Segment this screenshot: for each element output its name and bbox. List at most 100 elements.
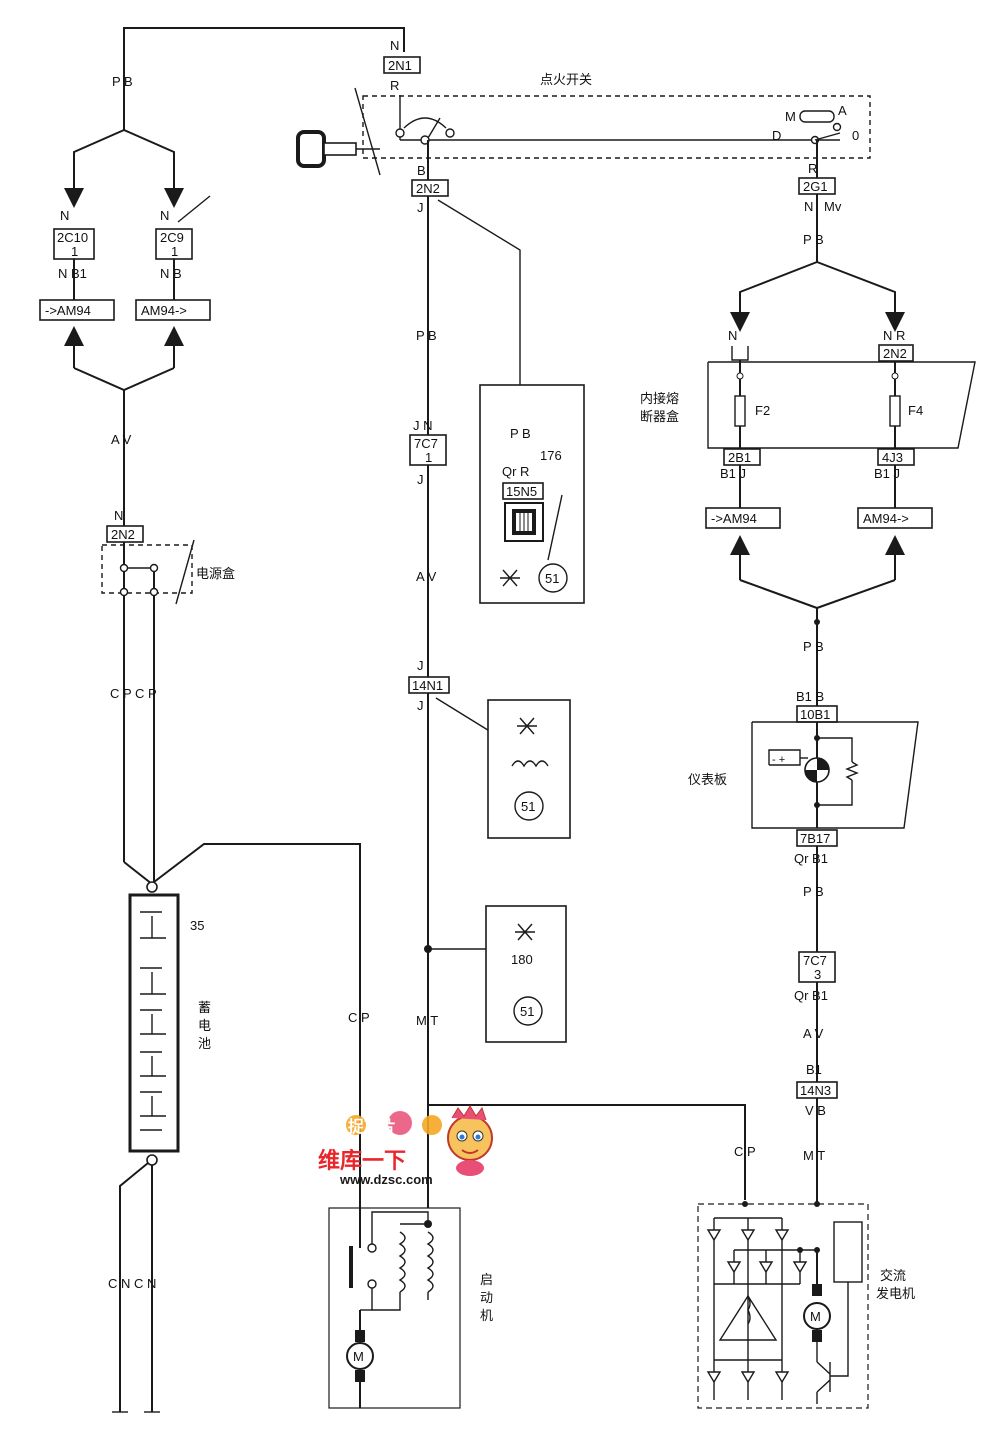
svg-text:N: N bbox=[728, 328, 737, 343]
svg-text:电: 电 bbox=[198, 1019, 211, 1034]
svg-text:C P: C P bbox=[348, 1010, 370, 1025]
svg-text:发电机: 发电机 bbox=[876, 1286, 915, 1302]
component-176: P B 176 Qr R 15N5 51 bbox=[479, 384, 585, 604]
svg-text:动: 动 bbox=[480, 1291, 493, 1306]
wire-to-176 bbox=[437, 199, 521, 432]
svg-text:V B: V B bbox=[805, 1103, 826, 1118]
svg-text:P B: P B bbox=[416, 328, 437, 343]
svg-text:N: N bbox=[160, 208, 169, 223]
svg-text:N: N bbox=[114, 508, 123, 523]
svg-text:P B: P B bbox=[803, 884, 824, 899]
svg-text:2G1: 2G1 bbox=[803, 179, 828, 194]
svg-text:51: 51 bbox=[521, 799, 535, 814]
svg-text:N: N bbox=[60, 208, 69, 223]
svg-text:7C7: 7C7 bbox=[803, 953, 827, 968]
svg-text:1: 1 bbox=[425, 450, 432, 465]
pin-n-2N1: N bbox=[390, 38, 399, 53]
svg-text:A V: A V bbox=[803, 1026, 824, 1041]
svg-text:断器盒: 断器盒 bbox=[640, 409, 679, 425]
svg-text:51: 51 bbox=[545, 571, 559, 586]
connector-7C7: 7C7 1 J bbox=[409, 434, 447, 487]
svg-text:B1 B: B1 B bbox=[796, 689, 824, 704]
svg-text:A: A bbox=[838, 103, 847, 118]
svg-text:M: M bbox=[810, 1309, 821, 1324]
svg-text:2C10: 2C10 bbox=[57, 230, 88, 245]
key-icon bbox=[296, 130, 380, 168]
svg-text:B1 J: B1 J bbox=[720, 466, 746, 481]
svg-text:AM94->: AM94-> bbox=[141, 303, 187, 318]
svg-text:M: M bbox=[785, 109, 796, 124]
svg-text:内接熔: 内接熔 bbox=[640, 391, 679, 407]
svg-text:4J3: 4J3 bbox=[882, 450, 903, 465]
svg-text:7B17: 7B17 bbox=[800, 831, 830, 846]
svg-text:2N2: 2N2 bbox=[111, 527, 135, 542]
connector-14N1: J 14N1 J bbox=[408, 658, 505, 741]
svg-text:51: 51 bbox=[520, 1004, 534, 1019]
component-180: 180 51 bbox=[424, 905, 567, 1043]
svg-text:14N3: 14N3 bbox=[800, 1083, 831, 1098]
battery: 35 蓄 电 池 bbox=[128, 881, 211, 1166]
connector-2N1: N 2N1 R bbox=[383, 38, 421, 93]
connector-2N2-left: N 2N2 bbox=[106, 508, 144, 543]
svg-text:180: 180 bbox=[511, 952, 533, 967]
wire-to-alternator bbox=[428, 1104, 746, 1200]
svg-text:捉芯片: 捉芯片 bbox=[348, 1117, 396, 1136]
fuse-box: 内接熔 断器盒 F2 F4 bbox=[640, 360, 976, 449]
relay-am94-left: ->AM94 AM94-> bbox=[39, 299, 211, 321]
svg-text:维库一下: 维库一下 bbox=[318, 1148, 406, 1174]
svg-text:AM94->: AM94-> bbox=[863, 511, 909, 526]
svg-text:15N5: 15N5 bbox=[506, 484, 537, 499]
alternator: M 交流 发电机 bbox=[697, 1201, 915, 1409]
svg-text:->AM94: ->AM94 bbox=[45, 303, 91, 318]
dashboard: 仪表板 - + bbox=[688, 721, 919, 829]
svg-text:机: 机 bbox=[480, 1309, 493, 1324]
svg-text:176: 176 bbox=[540, 448, 562, 463]
pin-r-2N1: R bbox=[390, 78, 399, 93]
mascot-icon bbox=[447, 1105, 493, 1176]
svg-text:- +: - + bbox=[772, 754, 785, 766]
svg-text:1: 1 bbox=[71, 244, 78, 259]
svg-text:C N C N: C N C N bbox=[108, 1276, 156, 1291]
svg-text:3: 3 bbox=[814, 967, 821, 982]
svg-text:Mv: Mv bbox=[824, 199, 842, 214]
connector-2G1: R 2G1 N Mv bbox=[798, 140, 842, 214]
wire-label-pb-top-left: P B bbox=[112, 74, 133, 89]
svg-text:D: D bbox=[772, 128, 781, 143]
power-box: 电源盒 bbox=[101, 539, 235, 605]
svg-text:N R: N R bbox=[883, 328, 905, 343]
svg-text:35: 35 bbox=[190, 918, 204, 933]
svg-text:->AM94: ->AM94 bbox=[711, 511, 757, 526]
motor-icon: M bbox=[353, 1349, 364, 1364]
svg-text:M T: M T bbox=[803, 1148, 825, 1163]
svg-text:F2: F2 bbox=[755, 403, 770, 418]
connector-7C7-right: 7C7 3 Qr B1 bbox=[794, 951, 836, 1003]
svg-text:A V: A V bbox=[111, 432, 132, 447]
svg-text:Qr R: Qr R bbox=[502, 464, 529, 479]
svg-text:蓄: 蓄 bbox=[198, 1001, 211, 1016]
connector-2N2-top: B 2N2 J bbox=[411, 140, 449, 215]
svg-text:10B1: 10B1 bbox=[800, 707, 830, 722]
svg-text:J: J bbox=[417, 200, 424, 215]
svg-text:J N: J N bbox=[413, 418, 433, 433]
connector-2C10: N 2C10 1 N B1 bbox=[53, 208, 95, 281]
svg-text:池: 池 bbox=[198, 1037, 211, 1052]
right-top-fork bbox=[730, 261, 905, 332]
svg-text:R: R bbox=[808, 161, 817, 176]
svg-text:N: N bbox=[804, 199, 813, 214]
svg-text:2B1: 2B1 bbox=[728, 450, 751, 465]
svg-text:J: J bbox=[417, 658, 424, 673]
connector-4J3: 4J3 B1 J bbox=[874, 448, 915, 481]
svg-text:B1 J: B1 J bbox=[874, 466, 900, 481]
svg-text:1: 1 bbox=[171, 244, 178, 259]
ignition-switch: 点火开关 M A D 0 bbox=[296, 73, 871, 176]
ignition-switch-label: 点火开关 bbox=[540, 73, 592, 88]
svg-text:J: J bbox=[417, 472, 424, 487]
right-bottom-fork bbox=[730, 535, 905, 706]
connector-2C9: N 2C9 1 N B bbox=[155, 195, 211, 281]
svg-text:Qr B1: Qr B1 bbox=[794, 851, 828, 866]
starter-motor: M 启 动 机 bbox=[328, 1207, 493, 1409]
power-box-label: 电源盒 bbox=[196, 566, 235, 582]
svg-text:仪表板: 仪表板 bbox=[688, 773, 727, 788]
warning-lamp-icon bbox=[804, 757, 830, 783]
svg-text:0: 0 bbox=[852, 128, 859, 143]
